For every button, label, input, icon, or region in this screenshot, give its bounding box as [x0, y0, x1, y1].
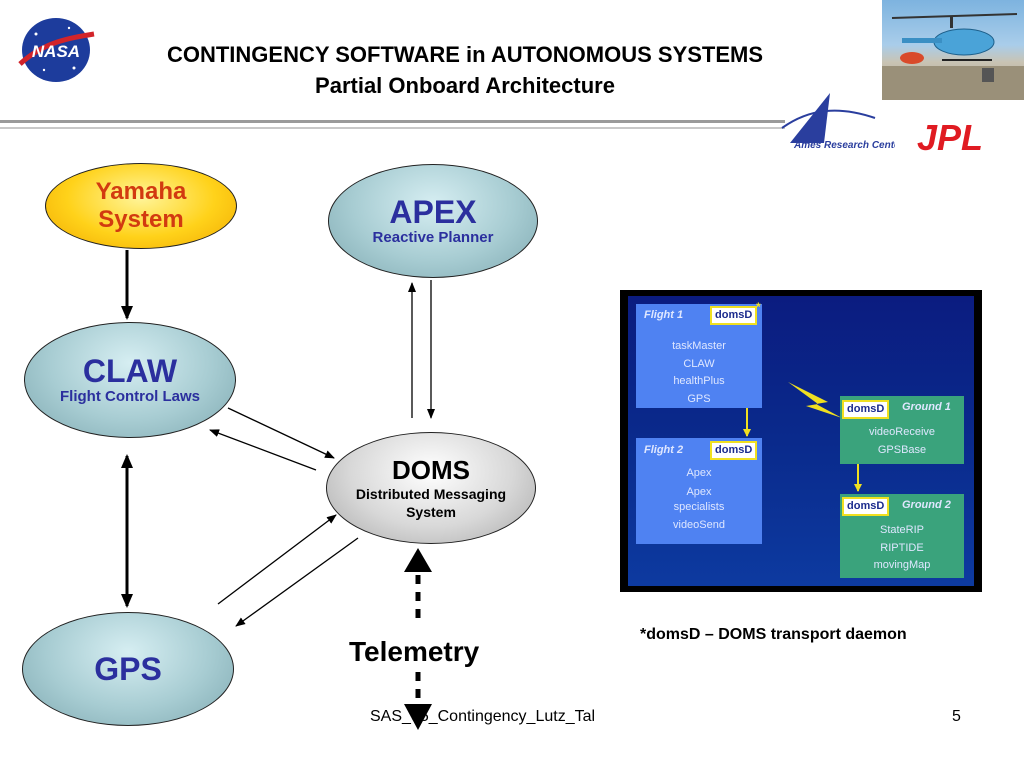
flight1-item: healthPlus [673, 375, 725, 387]
jpl-logo: JPL [898, 117, 1002, 158]
arrow-doms-claw [209, 429, 317, 471]
helicopter-photo [882, 0, 1024, 100]
slide-title: CONTINGENCY SOFTWARE in AUTONOMOUS SYSTE… [166, 42, 764, 67]
domsd-footnote: *domsD – DOMS transport daemon [640, 626, 907, 643]
doms-subtitle-line1: Distributed Messaging [355, 486, 507, 502]
ground2-header: Ground 2 [902, 499, 951, 511]
node-doms: DOMS Distributed Messaging System [326, 432, 536, 544]
doms-subtitle-line2: System [406, 504, 456, 520]
flight2-header: Flight 2 [644, 444, 684, 456]
telemetry-label: Telemetry [349, 636, 480, 667]
claw-subtitle: Flight Control Laws [60, 388, 200, 405]
flight2-item: Apex [686, 486, 712, 498]
ground2-domsd: domsD [842, 497, 890, 516]
flight1-header: Flight 1 [644, 309, 684, 321]
page-number: 5 [952, 708, 961, 725]
arrow-doms-gps [235, 537, 359, 627]
doms-title: DOMS [392, 455, 470, 485]
flight2-item: Apex [686, 467, 712, 479]
ground1-domsd: domsD [842, 400, 890, 419]
ground2-item: movingMap [873, 559, 931, 571]
flight1-domsd: domsD [710, 306, 758, 325]
yamaha-line2: System [98, 206, 184, 233]
nasa-logo-text: NASA [32, 42, 80, 61]
node-yamaha-system: Yamaha System [45, 163, 237, 249]
ames-logo-text: Ames Research Cente [793, 140, 895, 151]
claw-title: CLAW [82, 353, 178, 389]
flight2-domsd: domsD [710, 441, 758, 460]
arrow-claw-doms [227, 407, 335, 459]
footer-source: SAS_05_Contingency_Lutz_Tal [370, 708, 596, 725]
telemetry-arrowhead-down [404, 704, 432, 730]
yamaha-line1: Yamaha [95, 178, 187, 205]
ground1-item: GPSBase [877, 443, 927, 456]
apex-subtitle: Reactive Planner [372, 229, 494, 246]
apex-title: APEX [389, 194, 477, 230]
telemetry-arrowhead-up [404, 548, 432, 572]
wireless-lightning-icon [788, 382, 842, 418]
node-apex: APEX Reactive Planner [328, 164, 538, 278]
ground2-item: StateRIP [879, 524, 925, 536]
ground2-item: RIPTIDE [880, 541, 924, 554]
header-rule [0, 120, 785, 123]
gps-title: GPS [94, 651, 162, 687]
ground1-item: videoReceive [868, 426, 936, 438]
header-rule-light [0, 127, 785, 129]
ground1-header: Ground 1 [902, 401, 951, 413]
network-diagram-panel: Flight 1 taskMaster CLAW healthPlus GPS … [620, 290, 982, 592]
node-gps: GPS [22, 612, 234, 726]
jpl-logo-text: JPL [917, 118, 983, 156]
node-claw: CLAW Flight Control Laws [24, 322, 236, 438]
network-diagram-background: Flight 1 taskMaster CLAW healthPlus GPS … [628, 296, 974, 586]
flight1-item: GPS [687, 392, 711, 405]
nasa-logo: NASA [14, 12, 98, 86]
ames-logo: Ames Research Cente [780, 88, 900, 154]
flight1-item: taskMaster [672, 340, 726, 352]
arrow-gps-doms [217, 514, 337, 605]
flight2-item: videoSend [673, 519, 725, 531]
asterisk-marker: * [756, 300, 761, 314]
slide-subtitle: Partial Onboard Architecture [315, 73, 615, 98]
flight1-item: CLAW [683, 357, 715, 370]
flight2-item: specialists [673, 501, 725, 513]
